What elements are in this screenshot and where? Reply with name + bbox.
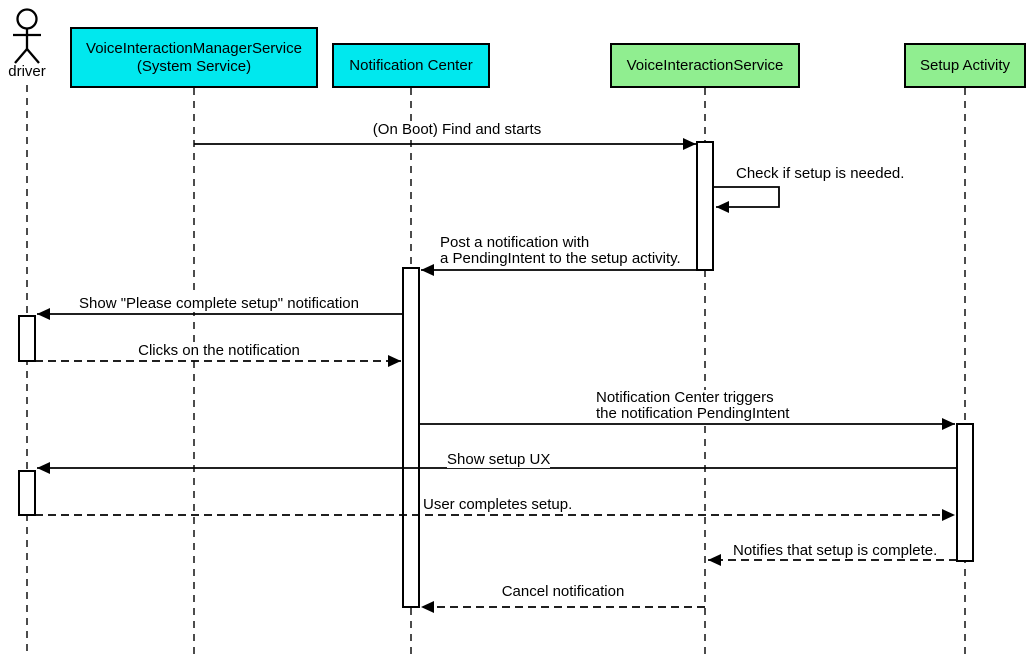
- participant-voice-interaction-manager-service: VoiceInteractionManagerService (System S…: [70, 27, 318, 88]
- activation-bar-driver-2: [18, 470, 36, 516]
- message-label-check-if-setup-needed: Check if setup is needed.: [736, 165, 905, 182]
- participant-notification-center: Notification Center: [332, 43, 490, 88]
- message-label-user-completes-setup: User completes setup.: [423, 496, 573, 513]
- activation-bar-driver-1: [18, 315, 36, 362]
- actor-right-leg: [26, 48, 40, 64]
- message-label-clicks-on-notification: Clicks on the notification: [138, 342, 300, 359]
- message-label-show-setup-ux: Show setup UX: [447, 451, 551, 468]
- activation-bars: [18, 141, 974, 608]
- actor-icon: [13, 8, 41, 64]
- participant-setup-activity: Setup Activity: [904, 43, 1026, 88]
- message-label-post-notification: Post a notification with a PendingIntent…: [440, 234, 681, 267]
- message-label-notifies-setup-complete: Notifies that setup is complete.: [733, 542, 938, 559]
- activation-bar-voice-interaction-service: [696, 141, 714, 271]
- participant-voice-interaction-service: VoiceInteractionService: [610, 43, 800, 88]
- actor-left-leg: [14, 48, 28, 64]
- message-label-on-boot-find-and-starts: (On Boot) Find and starts: [372, 121, 542, 138]
- activation-bar-setup-activity: [956, 423, 974, 562]
- activation-bar-notification-center: [402, 267, 420, 608]
- actor-head: [16, 8, 38, 30]
- message-arrows: [35, 138, 957, 613]
- message-label-show-please-complete-setup: Show "Please complete setup" notificatio…: [79, 295, 359, 312]
- message-label-cancel-notification: Cancel notification: [501, 583, 625, 600]
- message-label-triggers-pendingintent: Notification Center triggers the notific…: [596, 389, 790, 422]
- participant-label-driver: driver: [8, 63, 46, 80]
- arrow-check-if-setup-needed-self: [713, 186, 780, 213]
